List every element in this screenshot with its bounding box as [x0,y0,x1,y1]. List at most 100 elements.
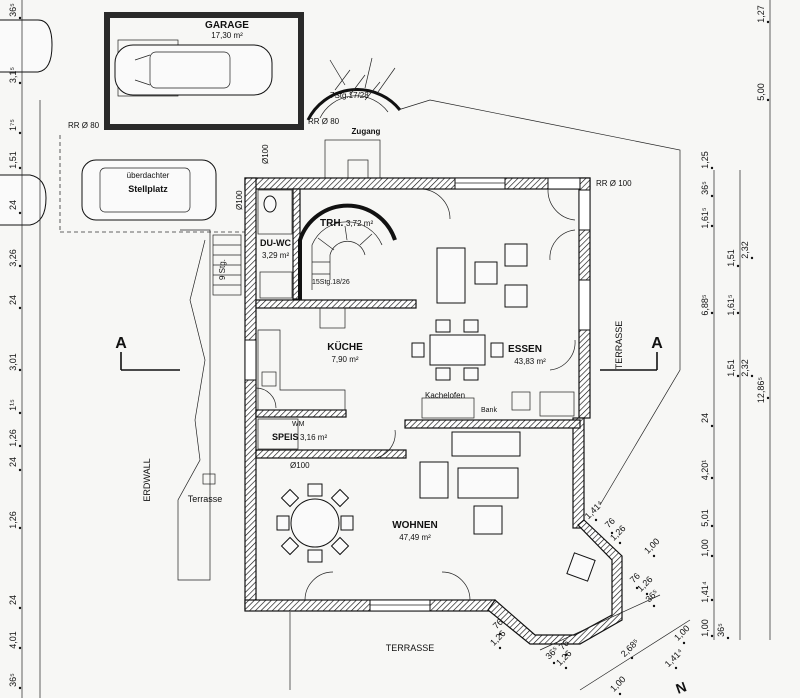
dimension-right-label-tick [766,98,770,102]
dimension-right-label: 1,27 [756,5,766,23]
dimension-bay-label-tick [674,666,678,670]
dining: ESSEN 43,83 m² Kachelofen Bank [411,243,575,419]
dimension-left-label: 1,51 [8,151,18,169]
dimension-bay-label-tick [635,586,639,590]
dimension-left-label-tick [18,526,22,530]
pantry-name: SPEIS [272,432,299,442]
stair-hall: TRH. 3,72 m² 15Stg.18/26 [298,203,397,329]
entrance-stair: 7Stg.17/28 Zugang RR Ø 80 [306,57,402,181]
dimension-right-label: 2,32 [740,241,750,259]
garage: GARAGE 17,30 m² RR Ø 80 [68,12,304,130]
dimension-right-label-tick [726,636,730,640]
dimension-left-label-tick [18,211,22,215]
dimension-right-label: 1,41⁴ [700,581,710,603]
dimension-right-label-tick [710,194,714,198]
dimension-bay-label: 1,00 [642,536,661,555]
dimension-bay-label-tick [564,666,568,670]
kitchen-area: 7,90 m² [331,355,358,364]
dimension-left-label: 1,26 [8,429,18,447]
dimension-right-label-tick [710,524,714,528]
carport-line1: überdachter [127,171,170,180]
dimension-right-label-tick [710,554,714,558]
living-name: WOHNEN [392,520,438,531]
dimension-left-label-tick [18,368,22,372]
dimension-left-label: 1¹⁵ [8,399,18,411]
dimension-right-label: 6,88⁵ [700,294,710,316]
dimension-right-label: 24 [700,413,710,423]
dimension-bay-label: 1,41⁴ [663,647,685,669]
dimension-right-label: 1,00 [700,619,710,637]
dimension-right-label-tick [710,634,714,638]
dimension-right-label-tick [710,224,714,228]
dimension-bay-label-tick [594,518,598,522]
dimension-bay-label-tick [552,661,556,665]
dimension-right-label: 2,32 [740,359,750,377]
dimension-right-label-tick [710,166,714,170]
dimension-left-label: 24 [8,457,18,467]
carport: überdachter Stellplatz [59,135,245,233]
dimension-left-label-tick [18,166,22,170]
dimension-right-label: 1,51 [726,359,736,377]
dimension-left-label-tick [18,411,22,415]
dimension-left-label-tick [18,16,22,20]
section-mark-left: A [115,335,180,371]
dimension-left-label-tick [18,131,22,135]
dimension-right-label-tick [710,311,714,315]
dimension-right-label-tick [750,374,754,378]
dimension-left-label: 4,01 [8,631,18,649]
parked-car-left [0,19,53,226]
dimension-left-label-tick [18,81,22,85]
dimension-bay-label-tick [645,592,649,596]
o100-label-c: Ø100 [235,190,244,210]
dimension-bay-label-tick [652,554,656,558]
dimension-right-label: 1,25 [700,151,710,169]
garage-name: GARAGE [205,20,249,31]
dimension-left-label-tick [18,646,22,650]
dimension-right-label: 5,01 [700,509,710,527]
shower-wc-area: 3,29 m² [262,251,289,260]
dimension-left-label: 1,26 [8,511,18,529]
dimension-bay-label-tick [498,646,502,650]
car-icon [114,44,273,96]
dimension-bay-label-tick [652,604,656,608]
dimension-bay-label: 1,00 [672,623,691,642]
dimension-bay-label-tick [682,641,686,645]
dimension-right-label-tick [710,476,714,480]
section-mark-right: A [600,335,663,371]
dimension-left-label-tick [18,686,22,690]
dimension-right-label-tick [750,256,754,260]
o100-label-b: Ø100 [261,144,270,164]
dimension-left-label-tick [18,606,22,610]
dimension-right-label: 1,61⁵ [726,294,736,316]
dimension-bay-label-tick [564,653,568,657]
outside-labels: Terrasse TERRASSE TERRASSE ERDWALL 9 Stg… [142,144,632,690]
dimension-right-label-tick [766,20,770,24]
terrace-bottom-label: TERRASSE [386,643,435,653]
stair-hall-note: 15Stg.18/26 [312,279,350,286]
dimension-bay-label-tick [618,692,622,696]
dimension-bay-label-tick [498,632,502,636]
dining-area: 43,83 m² [514,357,546,366]
dimension-right-label-tick [736,264,740,268]
dimension-left-label: 3,1⁵ [8,67,18,84]
dimension-bay-label: 1,26 [488,628,507,647]
dimension-right-label: 1,51 [726,249,736,267]
dimension-left-label-tick [18,264,22,268]
svg-text:A: A [651,335,663,352]
bench-label: Bank [481,407,497,414]
rr80-stair-label: RR Ø 80 [308,117,340,126]
dimension-right-label: 12,86⁵ [756,377,766,404]
kitchen-name: KÜCHE [327,340,363,353]
entrance-label: Zugang [352,127,381,136]
shower-wc: DU-WC 3,29 m² [257,189,293,299]
dimension-right-label-tick [710,424,714,428]
windows [244,177,591,612]
garage-area: 17,30 m² [211,31,243,40]
rr80-garage-label: RR Ø 80 [68,121,100,130]
dimension-right-label: 5,00 [756,83,766,101]
dimension-left-label-tick [18,468,22,472]
dimension-right-label: 36⁵ [716,623,726,637]
doors [255,188,576,601]
